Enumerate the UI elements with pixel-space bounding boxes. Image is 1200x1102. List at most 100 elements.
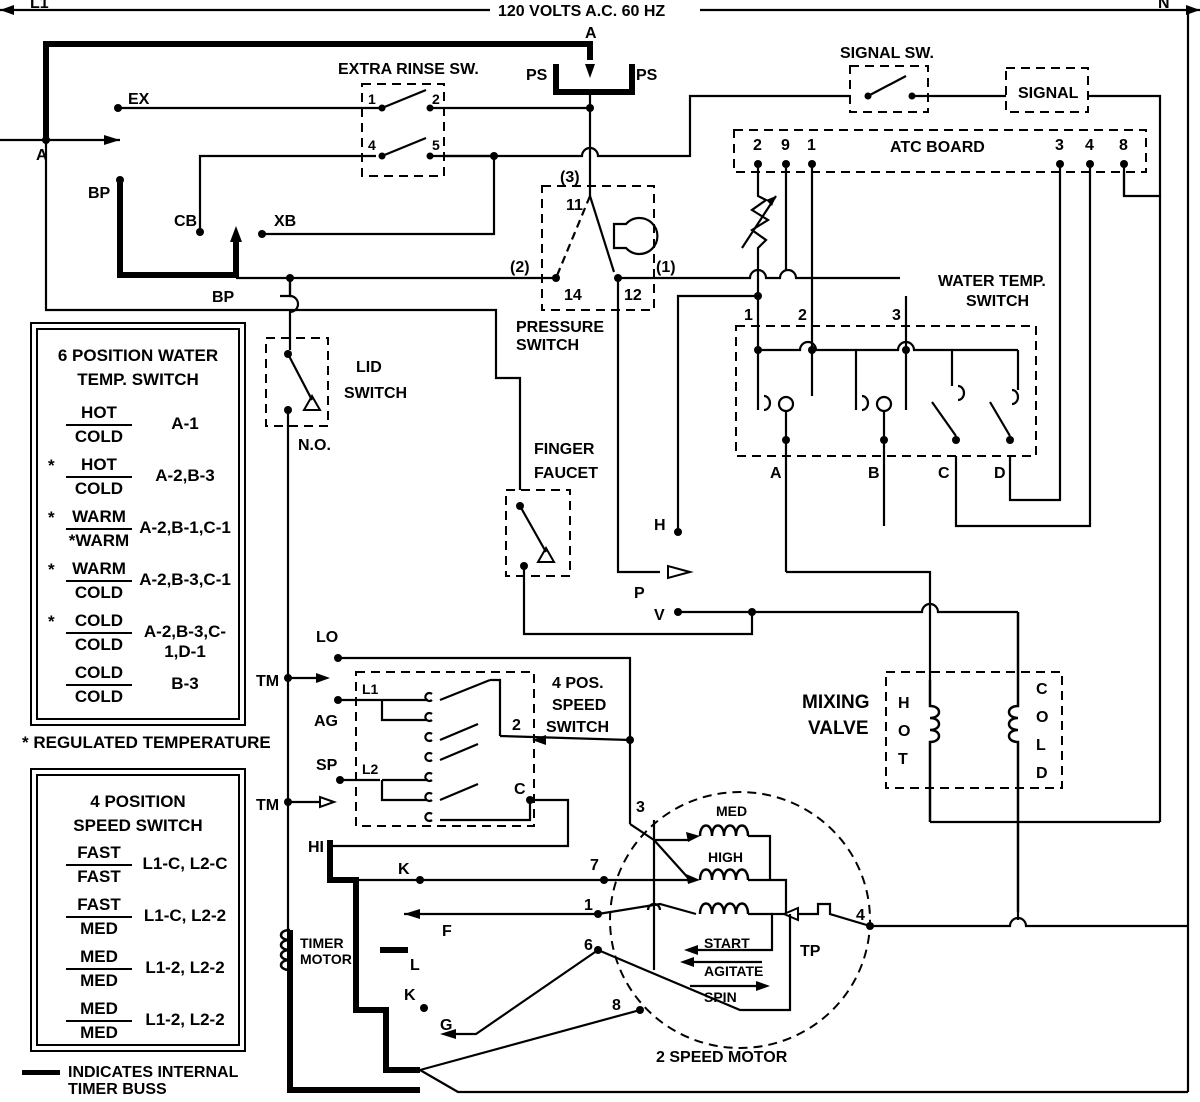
motor-t1: 1	[584, 897, 593, 914]
lid-switch-label-1: LID	[356, 359, 382, 376]
motor-label: 2 SPEED MOTOR	[656, 1049, 788, 1066]
pressure-diaphragm	[612, 216, 659, 256]
terminal-ag: AG	[314, 713, 338, 730]
legend-bottom: COLD	[74, 687, 124, 706]
legend-star: *	[48, 508, 55, 527]
wts-n1: 1	[744, 307, 753, 324]
finger-faucet	[505, 489, 571, 577]
water-temp-switch	[735, 325, 1037, 457]
extra-rinse-label: EXTRA RINSE SW.	[338, 61, 479, 78]
mixing-valve-label-1: MIXING	[802, 692, 870, 713]
signal-switch-label: SIGNAL SW.	[840, 45, 934, 62]
legend-bottom: FAST	[77, 867, 121, 886]
terminal-bp-upper: BP	[88, 185, 111, 202]
mv-cold-d: D	[1036, 765, 1048, 782]
legend-value: L1-2, L2-2	[145, 958, 225, 977]
mv-hot-h: H	[898, 695, 910, 712]
lid-switch-label-2: SWITCH	[344, 385, 407, 402]
legend-bottom: COLD	[74, 635, 124, 654]
ps-t12: 12	[624, 287, 642, 304]
terminal-lo: LO	[316, 629, 338, 646]
water-temp-label-1: WATER TEMP.	[938, 273, 1046, 290]
wts-n2: 2	[798, 307, 807, 324]
atc-pin-label: 9	[781, 137, 790, 154]
ps-t2: (2)	[510, 259, 530, 276]
motor-med: MED	[716, 803, 747, 819]
finger-faucet-label-1: FINGER	[534, 441, 595, 458]
speed-switch-l2: L2	[362, 761, 379, 777]
terminal-v: V	[654, 607, 665, 624]
atc-board	[733, 129, 1147, 173]
wts-d: D	[994, 465, 1006, 482]
ps-t11: 11	[566, 197, 583, 214]
legend-bottom: MED	[80, 971, 118, 990]
atc-pin-label: 3	[1055, 137, 1064, 154]
pressure-switch-label-2: SWITCH	[516, 337, 579, 354]
timer-buss-note: INDICATES INTERNAL TIMER BUSS	[68, 1064, 238, 1098]
terminal-k-upper: K	[398, 861, 410, 878]
mv-hot-o: O	[898, 723, 910, 740]
water-legend-title-2: TEMP. SWITCH	[77, 370, 199, 389]
motor-start: START	[704, 935, 750, 951]
legend-value: A-2,B-3	[155, 466, 215, 485]
speed-switch-label-1: 4 POS.	[552, 675, 604, 692]
terminal-xb: XB	[274, 213, 296, 230]
wts-contacts	[756, 350, 1020, 437]
atc-pin-label: 8	[1119, 137, 1128, 154]
legend-top: FAST	[66, 842, 132, 866]
wts-a: A	[770, 465, 782, 482]
timer-motor-label-1: TIMER	[300, 935, 344, 951]
lid-switch	[265, 337, 329, 427]
legend-value: B-3	[171, 674, 199, 693]
motor-t4: 4	[856, 907, 865, 924]
legend-fraction: WARM*WARM	[66, 506, 132, 552]
legend-top: MED	[66, 998, 132, 1022]
legend-bottom: COLD	[74, 427, 124, 446]
legend-top: COLD	[66, 662, 132, 686]
water-legend-title-1: 6 POSITION WATER	[57, 346, 219, 365]
speed-switch-l1: L1	[362, 681, 379, 697]
terminal-ex: EX	[128, 91, 150, 108]
extra-rinse-c5: 5	[432, 137, 440, 153]
legend-bottom: COLD	[74, 583, 124, 602]
ps-t14: 14	[564, 287, 582, 304]
speed-legend-title-1: 4 POSITION	[90, 792, 186, 811]
timer-buss	[43, 41, 635, 1093]
line-l1-label: L1	[30, 0, 49, 12]
legend-value: A-2,B-3,C-1	[139, 570, 231, 589]
motor-high: HIGH	[708, 849, 743, 865]
legend-top: COLD	[66, 610, 132, 634]
terminal-tm-upper: TM	[256, 673, 279, 690]
neutral-label: N	[1158, 0, 1170, 12]
terminal-bp-lower: BP	[212, 289, 235, 306]
legend-star: *	[48, 612, 55, 631]
motor-t7: 7	[590, 857, 599, 874]
water-temp-label-2: SWITCH	[966, 293, 1029, 310]
terminal-g: G	[440, 1017, 452, 1034]
legend-value: A-2,B-3,C-1,D-1	[143, 622, 227, 661]
terminal-tm-lower: TM	[256, 797, 279, 814]
legend-bottom: MED	[80, 919, 118, 938]
extra-rinse-switch	[361, 83, 445, 177]
signal-switch	[849, 65, 929, 113]
atc-pin-label: 4	[1085, 137, 1094, 154]
legend-value: L1-C, L2-2	[143, 906, 227, 925]
extra-rinse-c1: 1	[368, 91, 376, 107]
terminal-cb: CB	[174, 213, 197, 230]
legend-bottom: COLD	[74, 479, 124, 498]
mixing-valve-label-2: VALVE	[808, 718, 869, 739]
